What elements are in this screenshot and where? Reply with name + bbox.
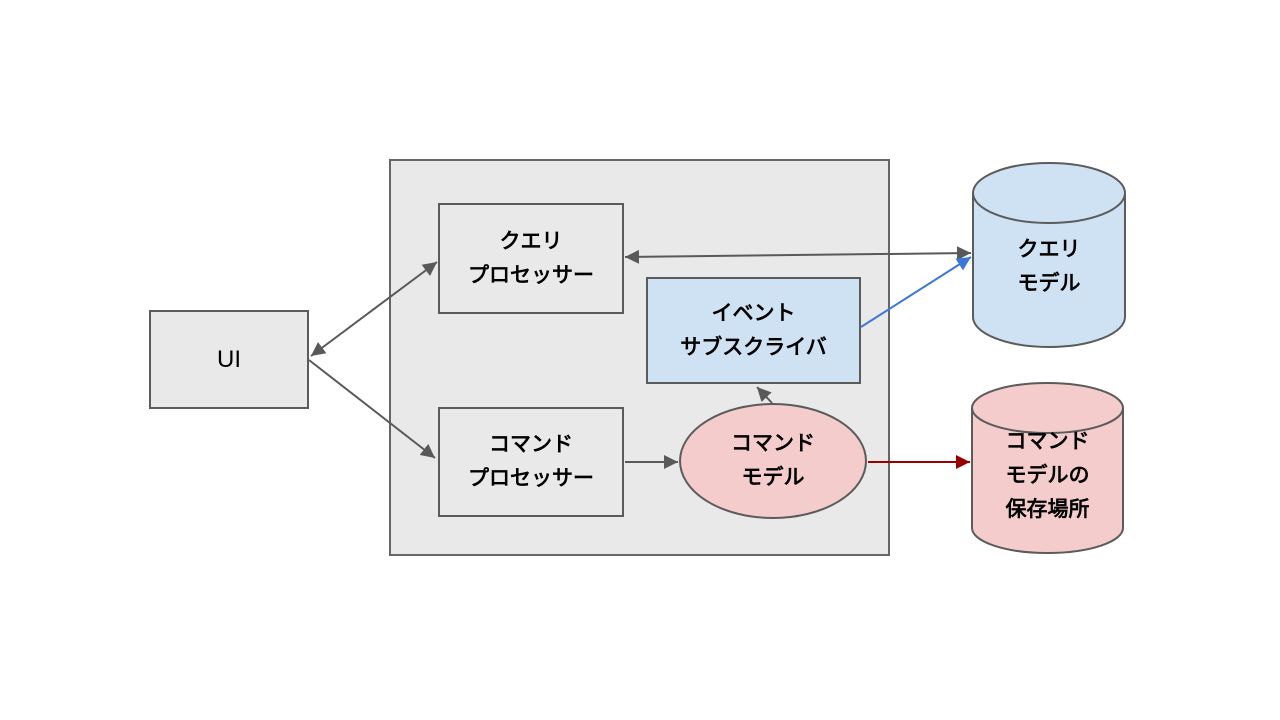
event-subscriber-box: [646, 277, 861, 384]
edge-event-subscriber-query-model: [860, 256, 972, 328]
command-processor-box: [438, 407, 624, 517]
command-model-ellipse: [679, 403, 867, 519]
edge-ui-command-processor: [308, 359, 436, 459]
command-model-store-cylinder-top: [971, 382, 1124, 434]
query-processor-box: [438, 203, 624, 314]
command-model-store-cylinder-body: [971, 408, 1124, 554]
edge-ui-query-processor: [310, 261, 438, 357]
edge-command-model-event-subscriber: [756, 386, 773, 404]
edge-query-processor-query-model: [624, 246, 972, 264]
ui-box: [149, 310, 309, 409]
query-model-cylinder-body: [972, 193, 1126, 348]
query-model-cylinder-top: [972, 162, 1126, 224]
